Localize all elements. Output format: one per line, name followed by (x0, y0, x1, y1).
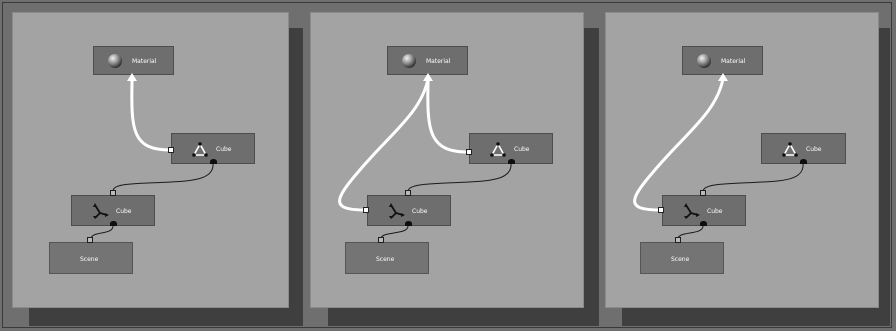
scene-node[interactable]: Scene (345, 242, 429, 274)
cube-mesh-input-port[interactable] (168, 147, 174, 153)
wire-layer (90, 73, 214, 239)
transform-to-scene-wire (380, 225, 409, 239)
material-input-arrow (423, 73, 433, 81)
transform-to-scene-wire (677, 225, 704, 239)
cube-transform-node-label: Cube (707, 208, 723, 215)
material-to-cube-transform-wire (338, 77, 430, 212)
cube-transform-output-dot[interactable] (700, 221, 707, 226)
cube-transform-node-label: Cube (412, 208, 428, 215)
scene-node-label: Scene (80, 256, 99, 263)
material-input-arrow (718, 73, 728, 81)
mesh-to-transform-wire (702, 162, 804, 192)
sphere-icon (108, 54, 122, 68)
scene-node-label: Scene (376, 256, 395, 263)
material-input-arrow (127, 73, 137, 81)
cube-transform-node-label: Cube (116, 208, 132, 215)
node-editor-panel-1[interactable]: Material Cube Cube Scene (12, 12, 289, 308)
transform-axes-icon (684, 203, 700, 219)
cube-mesh-output-dot[interactable] (210, 159, 217, 164)
mesh-to-transform-wire (407, 162, 512, 192)
material-node[interactable]: Material (93, 46, 174, 75)
scene-node[interactable]: Scene (49, 242, 133, 274)
scene-input-port[interactable] (87, 237, 93, 243)
transform-axes-icon (93, 203, 109, 219)
cube-mesh-output-dot[interactable] (508, 159, 515, 164)
mesh-icon (490, 142, 506, 157)
cube-mesh-output-dot[interactable] (800, 159, 807, 164)
cube-transform-top-port[interactable] (700, 190, 706, 196)
cube-mesh-node[interactable]: Cube (171, 133, 255, 164)
cube-transform-output-dot[interactable] (405, 221, 412, 226)
scene-node-label: Scene (671, 256, 690, 263)
sphere-icon (697, 54, 711, 68)
frame-border (2, 2, 892, 328)
transform-to-scene-wire (90, 225, 114, 239)
scene-input-port[interactable] (378, 237, 384, 243)
cube-transform-input-port[interactable] (110, 190, 116, 196)
wire-layer (338, 73, 512, 239)
cube-transform-input-port[interactable] (658, 207, 664, 213)
wire-layer (633, 73, 804, 239)
cube-transform-input-port[interactable] (363, 207, 369, 213)
cube-mesh-node-label: Cube (216, 146, 232, 153)
mesh-icon (192, 142, 208, 157)
mesh-icon (782, 142, 798, 157)
cube-mesh-input-port[interactable] (466, 149, 472, 155)
material-node-label: Material (721, 58, 746, 65)
sphere-icon (402, 54, 416, 68)
transform-axes-icon (389, 203, 405, 219)
node-editor-panel-2[interactable]: Material Cube Cube Scene (310, 12, 584, 308)
scene-input-port[interactable] (675, 237, 681, 243)
material-node-label: Material (132, 58, 157, 65)
cube-mesh-node-label: Cube (514, 146, 530, 153)
material-to-cube-transform-wire (633, 77, 725, 212)
material-node-label: Material (426, 58, 451, 65)
material-to-cube-mesh-wire (130, 77, 172, 152)
node-editor-panel-3[interactable]: Material Cube Cube Scene (605, 12, 879, 308)
cube-transform-output-dot[interactable] (110, 221, 117, 226)
cube-mesh-node[interactable]: Cube (761, 133, 846, 164)
cube-transform-top-port[interactable] (405, 190, 411, 196)
scene-node[interactable]: Scene (640, 242, 724, 274)
cube-mesh-node-label: Cube (806, 146, 822, 153)
material-to-cube-mesh-wire (426, 77, 470, 154)
mesh-to-transform-wire (112, 162, 214, 192)
material-node[interactable]: Material (682, 46, 763, 75)
